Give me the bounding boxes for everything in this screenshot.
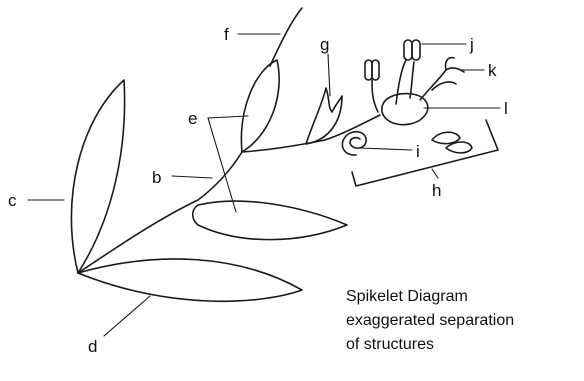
lodicule-i: [342, 132, 366, 155]
stamen-j-anther-4: [412, 40, 420, 60]
caption-line-2: exaggerated separation: [346, 309, 514, 333]
lemma-e-lower: [193, 201, 347, 240]
label-b: b: [152, 168, 161, 187]
stamen-j-anther-2: [372, 60, 379, 80]
label-k: k: [488, 61, 497, 80]
leader-d: [104, 296, 150, 336]
label-f: f: [224, 25, 229, 44]
stamen-j-filament-2: [396, 60, 406, 104]
stamen-j-filament-3: [410, 62, 414, 98]
awn-f: [270, 8, 302, 66]
label-c: c: [8, 191, 17, 210]
label-g: g: [320, 35, 329, 54]
stamen-j-filament-1: [372, 80, 378, 112]
label-j: j: [469, 35, 474, 54]
stigma-k: [420, 58, 464, 100]
label-h: h: [432, 181, 441, 200]
glume-d: [78, 259, 302, 301]
label-e: e: [188, 109, 197, 128]
label-d: d: [88, 337, 97, 356]
caption-line-1: Spikelet Diagram: [346, 285, 514, 309]
glume-c: [71, 80, 124, 273]
label-i: i: [416, 142, 420, 161]
leader-h: [432, 169, 438, 178]
caption-line-3: of structures: [346, 333, 514, 357]
leader-i: [360, 148, 412, 150]
lemma-e-upper: [241, 60, 279, 152]
leader-b: [172, 176, 212, 178]
stamen-j-anther-1: [365, 60, 372, 80]
leader-g: [328, 54, 330, 96]
diagram-caption: Spikelet Diagram exaggerated separation …: [346, 285, 514, 357]
label-l: l: [504, 99, 508, 118]
stamen-j-anther-3: [404, 40, 412, 60]
bracket-h: [352, 120, 498, 186]
